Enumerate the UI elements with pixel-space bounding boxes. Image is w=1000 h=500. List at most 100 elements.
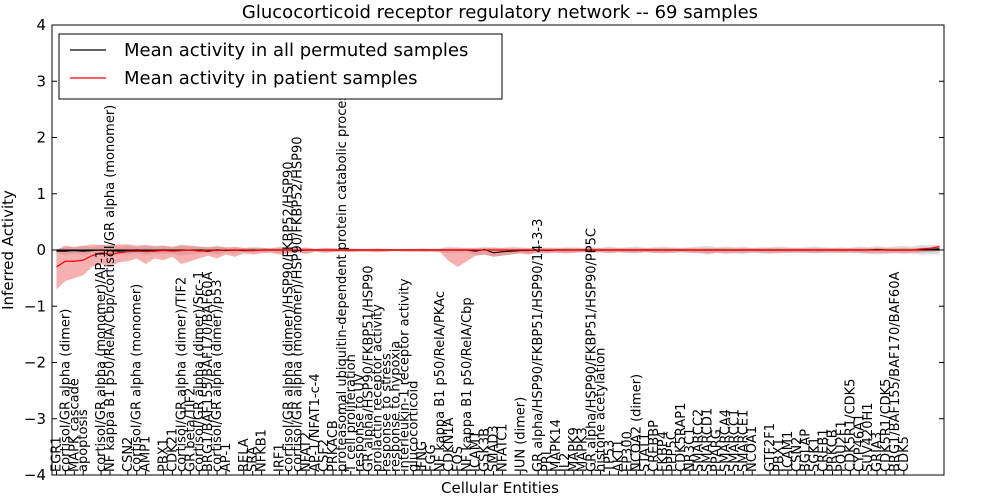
entity-label: MAPK cascade: [67, 378, 82, 472]
entity-label: RELA: [237, 438, 252, 472]
entity-label: SUV420H1: [861, 402, 876, 472]
y-tick-label: 1: [36, 185, 46, 203]
entity-label: MAPK3: [576, 427, 591, 472]
legend-box: [58, 33, 503, 100]
entity-label: CREBBP: [647, 420, 662, 472]
entity-label: ICAM1: [469, 431, 484, 472]
entity-label: NF kappa B1 p50/RelA/PKAc: [433, 291, 448, 472]
entity-label: JUN (dimer): [513, 397, 528, 473]
entity-label: interleukin-1 receptor activity: [397, 278, 412, 472]
entity-label: SMARCD1: [701, 408, 716, 472]
entity-label: SMAD3: [487, 425, 502, 472]
entity-label: NCOA1: [745, 426, 760, 472]
entity-label: PBX1: [157, 438, 172, 472]
entity-label: T cell proliferation: [344, 354, 359, 473]
entity-label: response to UV: [353, 373, 368, 472]
entity-label: NFKB1: [255, 429, 270, 472]
entity-label: cortisol/GR alpha (monomer): [130, 284, 145, 472]
entity-label: NCOA2 (dimer): [629, 374, 644, 472]
y-tick-label: 4: [36, 16, 46, 34]
entity-label: PBX1: [772, 438, 787, 472]
entity-label: GR alpha/HSP90/FKBP51/HSP90/PP5C: [585, 228, 600, 472]
entity-label: AMP1: [139, 436, 154, 472]
entity-label: cortisol/GR alpha (dimer)/p53: [210, 280, 225, 472]
entity-label: FKBP4: [656, 431, 671, 472]
y-axis: −4 −3 −2 −1 0 1 2 3 4: [24, 16, 944, 484]
y-tick-label: −4: [24, 466, 46, 484]
entity-label: MAPK9: [567, 427, 582, 472]
entity-label: GSK3B: [478, 428, 493, 472]
entity-label: EGR1: [50, 436, 65, 472]
legend-label-patient: Mean activity in patient samples: [124, 68, 418, 89]
entity-label: CDKN1A: [442, 417, 457, 472]
entity-label: NF kappa B1 p50/RelA/Cbp/cortisol/GR alp…: [103, 105, 118, 472]
entity-label: MAPK14: [549, 419, 564, 472]
x-axis-label: Cellular Entities: [441, 479, 559, 497]
entity-label: proteasomal ubiquitin-dependent protein …: [335, 87, 350, 472]
entity-label: CDK5: [897, 436, 912, 472]
entity-label: TP53: [603, 440, 618, 473]
entity-label: PRKCB: [826, 429, 841, 472]
entity-label: BRG1/BAF155/BAF170/BAF60A: [201, 272, 216, 472]
entity-label: GTF2F1: [763, 423, 778, 472]
entity-label: FOS: [451, 446, 466, 472]
y-tick-label: 2: [36, 129, 46, 147]
entity-label: CDK5R1/CDK5: [843, 379, 858, 472]
entity-label: SMARCE1: [736, 410, 751, 472]
y-tick-label: −2: [24, 354, 46, 372]
entity-label: CDK5RAP1: [674, 403, 689, 472]
entity-label: GR alpha/HSP90/FKBP51/HSP90: [362, 265, 377, 472]
y-tick-label: 0: [36, 241, 46, 259]
entity-label: SMARCA4: [719, 409, 734, 472]
entity-label: PPARG: [710, 429, 725, 472]
entity-label: glucocorticoid: [406, 381, 421, 472]
entity-label: response to hypoxia: [388, 341, 403, 472]
entity-label: apoptosis: [76, 409, 91, 472]
y-tick-label: −3: [24, 410, 46, 428]
entity-label: SRA: [246, 446, 261, 472]
entity-label: GR beta/TIF2: [183, 388, 198, 472]
entity-label: ICAM1: [781, 431, 796, 472]
entity-label: PRL: [540, 447, 555, 472]
legend: Mean activity in all permuted samples Me…: [58, 33, 503, 100]
entity-label: AP-1/NFAT1-c-4: [308, 373, 323, 472]
entity-label: AKT1: [611, 439, 626, 472]
entity-label: CDK5R1/CDK5: [879, 379, 894, 472]
band-patient: [56, 244, 940, 290]
entity-label: BRG1/BAF155/BAF170/BAF60A: [888, 272, 903, 472]
entity-label: IRF1: [273, 443, 288, 472]
y-tick-label: 3: [36, 72, 46, 90]
y-axis-label: Inferred Activity: [0, 190, 17, 310]
y-tick-label: −1: [24, 297, 46, 315]
entity-label: BGLAP: [799, 429, 814, 472]
entity-label: FGG: [424, 444, 439, 472]
entity-label: PPP5C: [665, 431, 680, 472]
entity-label: cortisol/GR alpha (dimer)/Src-1: [192, 271, 207, 472]
entity-label: GR alpha/HSP90/FKBP51/HSP90/14-3-3: [531, 219, 546, 472]
entity-label: IFNG: [415, 441, 430, 472]
entity-label: CYP46A1: [852, 414, 867, 472]
entity-label: POU2F1: [834, 420, 849, 472]
entity-label: SMARCC1: [727, 409, 742, 472]
entity-label: GRIA3: [870, 432, 885, 472]
entity-label: cortisol/GR alpha (dimer): [58, 309, 73, 472]
legend-label-permuted: Mean activity in all permuted samples: [124, 40, 468, 61]
entity-label: PRKACB: [326, 420, 341, 472]
entity-label: NFATC1: [496, 424, 511, 472]
entity-label: cortisol/GR alpha (monomer)/AP-1: [94, 250, 109, 472]
entity-label: SMARCC2: [692, 409, 707, 472]
entity-label: CREB1: [817, 428, 832, 472]
series-line-patient: [56, 246, 940, 268]
entity-label: NR3C1: [683, 428, 698, 472]
entity-label: response to stress: [380, 353, 395, 472]
entity-label: SGK1: [808, 437, 823, 472]
entity-label: NF kappa B1 p50/RelA/Cbp: [460, 297, 475, 472]
entity-label: CSN2: [121, 437, 136, 472]
entity-label: prolactin receptor activity: [371, 304, 386, 472]
entity-label: cortisol/GR alpha (dimer)/TIF2: [174, 277, 189, 472]
entity-label: cortisol/GR alpha (monomer)/HSP90/FKBP52…: [290, 137, 305, 473]
entity-label: IL2: [558, 453, 573, 472]
entity-label: CDK21: [165, 428, 180, 472]
